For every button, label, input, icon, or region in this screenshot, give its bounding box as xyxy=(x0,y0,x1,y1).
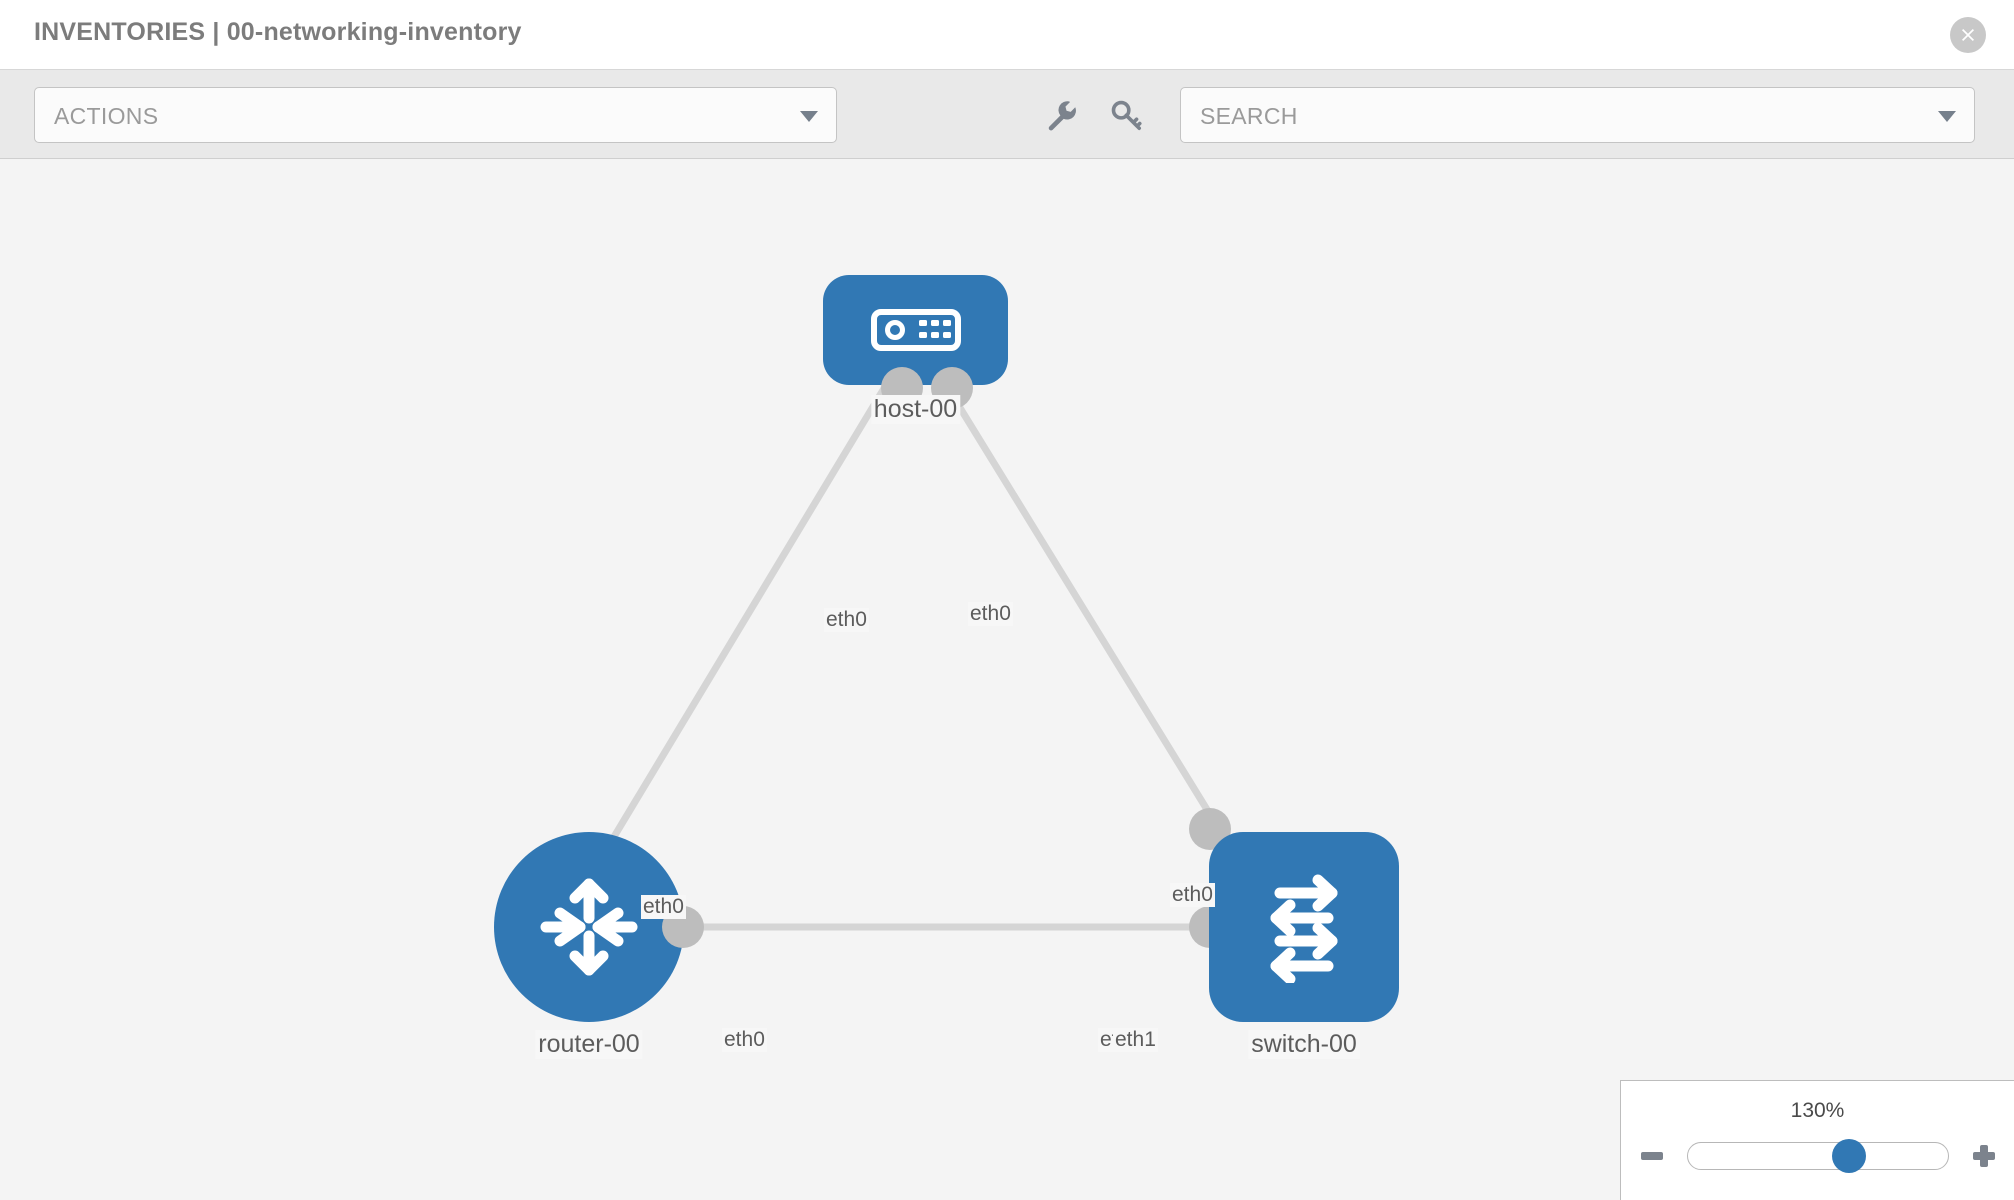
switch-arrows-icon xyxy=(1270,874,1338,983)
search-input[interactable]: SEARCH xyxy=(1180,87,1975,143)
search-placeholder: SEARCH xyxy=(1200,103,1298,129)
link-label-router-right-eth0: eth0 xyxy=(722,1028,767,1052)
link-label-switch-left-eth1: eth1 xyxy=(1113,1028,1158,1052)
actions-dropdown[interactable]: ACTIONS xyxy=(34,87,837,143)
link-host-switch xyxy=(942,381,1242,864)
toolbar: ACTIONS SEARCH xyxy=(0,70,2014,159)
minus-icon xyxy=(1640,1152,1663,1160)
zoom-slider[interactable] xyxy=(1686,1139,1949,1173)
wrench-button[interactable] xyxy=(1038,92,1084,138)
chevron-down-icon xyxy=(800,111,818,122)
link-label-host-right-eth0: eth0 xyxy=(968,602,1013,626)
node-host-00-shape[interactable] xyxy=(823,275,1008,385)
link-label-host-left-eth0: eth0 xyxy=(824,608,869,632)
wrench-icon xyxy=(1048,101,1076,131)
key-button[interactable] xyxy=(1104,92,1150,138)
actions-dropdown-label: ACTIONS xyxy=(54,103,159,129)
node-host-00[interactable]: host-00 xyxy=(823,275,1008,424)
node-router-00[interactable]: router-00 xyxy=(494,832,704,1059)
plus-icon xyxy=(1972,1145,1995,1167)
chevron-down-icon xyxy=(1938,111,1956,122)
link-label-router-up-eth0: eth0 xyxy=(641,895,686,919)
server-icon xyxy=(870,309,961,351)
key-icon xyxy=(1111,100,1142,131)
node-router-00-label: router-00 xyxy=(535,1030,643,1059)
topology-canvas[interactable]: host-00 eth0 eth0 router-00 eth0 et xyxy=(0,160,2014,1200)
node-host-00-label: host-00 xyxy=(870,395,961,424)
node-router-00-shape[interactable] xyxy=(494,832,684,1022)
close-icon xyxy=(1962,29,1974,41)
zoom-out-button[interactable] xyxy=(1635,1139,1669,1173)
node-switch-00[interactable]: switch-00 xyxy=(1189,808,1399,1059)
page-title: INVENTORIES | 00-networking-inventory xyxy=(34,18,522,46)
close-button[interactable] xyxy=(1950,17,1986,53)
zoom-control-panel: 130% xyxy=(1620,1080,2014,1200)
link-host-router xyxy=(596,381,890,864)
zoom-slider-thumb[interactable] xyxy=(1831,1139,1866,1173)
page-header: INVENTORIES | 00-networking-inventory xyxy=(0,0,2014,70)
node-switch-00-shape[interactable] xyxy=(1209,832,1399,1022)
zoom-level-label: 130% xyxy=(1790,1099,1845,1122)
router-arrows-icon xyxy=(540,878,638,976)
zoom-in-button[interactable] xyxy=(1967,1139,2001,1173)
link-label-switch-up-eth0: eth0 xyxy=(1170,883,1215,907)
topology-links xyxy=(596,381,1242,931)
node-switch-00-label: switch-00 xyxy=(1248,1030,1360,1059)
